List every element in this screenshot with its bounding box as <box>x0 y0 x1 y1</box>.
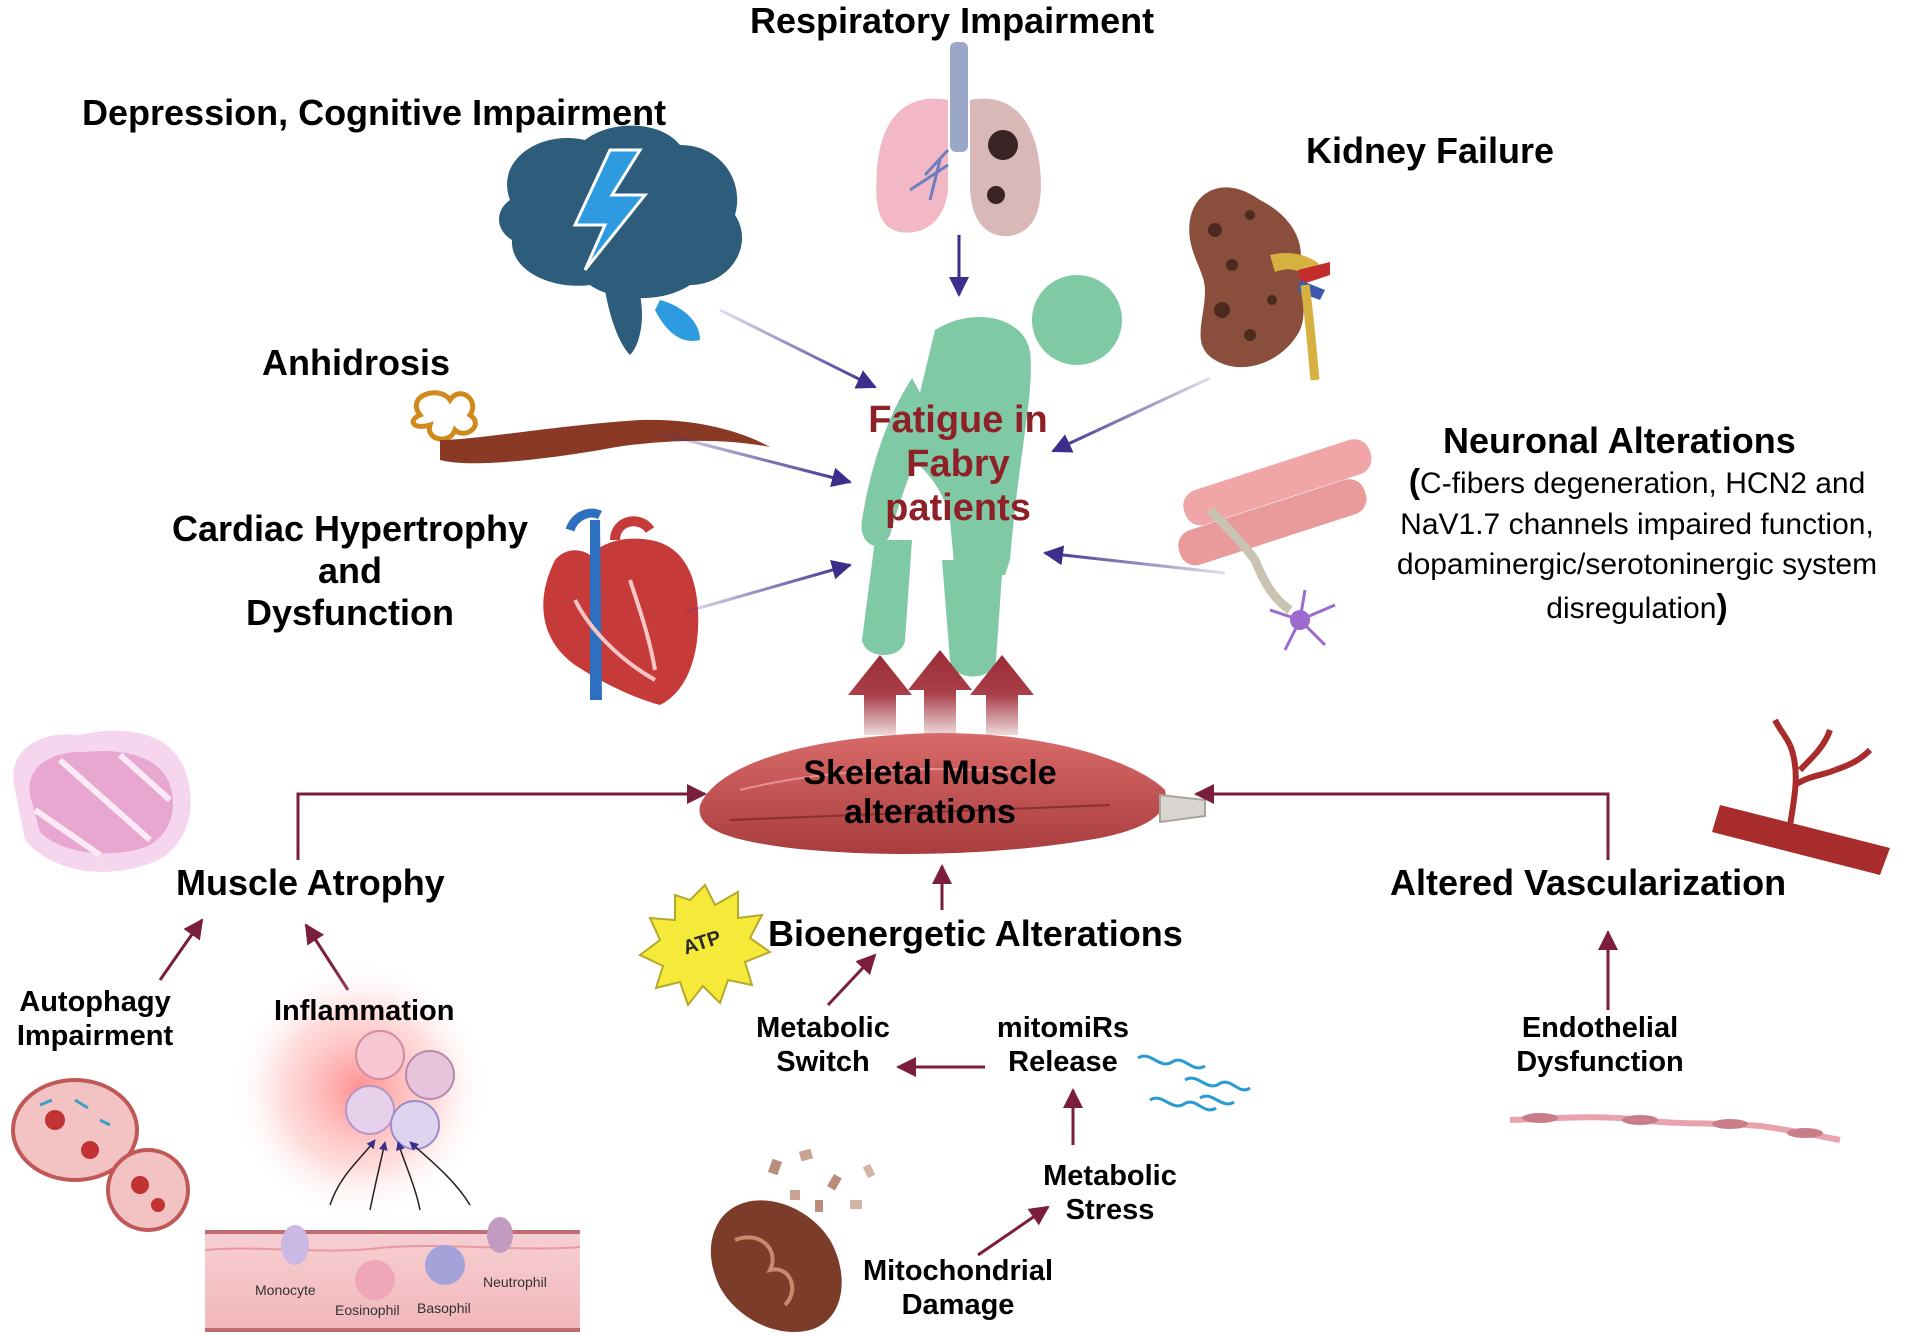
autophagy-impairment-label: Autophagy Impairment <box>17 986 173 1053</box>
altered-vascularization-label: Altered Vascularization <box>1390 862 1787 903</box>
fatigue-title: Fatigue in Fabry patients <box>868 398 1047 530</box>
autophagy-line-2: Impairment <box>16 1019 174 1052</box>
muscle-tissue-icon <box>13 730 191 872</box>
metabolic-switch-line-2: Switch <box>776 1045 870 1078</box>
fatigue-title-line-1: Fatigue in <box>868 399 1048 441</box>
arrow-anhidrosis-line <box>654 430 851 484</box>
arrow-neuronal-line <box>1044 551 1226 575</box>
mito-damage-line-2: Damage <box>901 1288 1015 1321</box>
metabolic-stress-line-1: Metabolic <box>1043 1160 1177 1192</box>
endothelial-dysfunction-label: Endothelial Dysfunction <box>1516 1012 1684 1079</box>
arrow-damage-to-stress <box>977 1205 1050 1257</box>
arrow-atrophy-to-muscle <box>296 784 707 860</box>
neuronal-alterations-title: Neuronal Alterations <box>1443 420 1796 461</box>
cardiac-label-line-3: Dysfunction <box>245 591 455 633</box>
paren-open: ( <box>1408 463 1421 501</box>
mito-damage-line-1: Mitochondrial <box>862 1255 1054 1287</box>
arrow-kidney-line <box>1052 376 1211 453</box>
anhidrosis-label: Anhidrosis <box>262 342 451 383</box>
depression-label: Depression, Cognitive Impairment <box>82 92 667 133</box>
metabolic-switch-label: Metabolic Switch <box>756 1012 890 1079</box>
skeletal-muscle-label: Skeletal Muscle alterations <box>803 754 1056 833</box>
mitochondrion-icon <box>710 1148 876 1332</box>
neuronal-desc-line-1: (C-fibers degeneration, HCN2 and <box>1397 460 1877 505</box>
endothelium-icon <box>1509 1113 1841 1143</box>
inflammation-illustration <box>204 960 581 1332</box>
cardiac-label: Cardiac Hypertrophy and Dysfunction <box>172 508 528 633</box>
mitochondrial-damage-label: Mitochondrial Damage <box>863 1255 1053 1322</box>
metabolic-stress-line-2: Stress <box>1065 1193 1155 1226</box>
skeletal-muscle-line-1: Skeletal Muscle <box>803 754 1057 792</box>
mitomirs-line-1: mitomiRs <box>996 1012 1130 1044</box>
skeletal-muscle-icon <box>699 733 1206 854</box>
brain-icon <box>498 125 743 355</box>
sweat-gland-icon <box>410 390 770 464</box>
skeletal-muscle-line-2: alterations <box>844 793 1016 832</box>
cardiac-label-line-2: and <box>317 549 383 591</box>
autophagy-line-1: Autophagy <box>19 986 171 1018</box>
kidney-failure-label: Kidney Failure <box>1306 130 1555 171</box>
neutrophil-label: Neutrophil <box>483 1274 547 1290</box>
autophagy-cell-icon <box>11 1078 190 1232</box>
fatigue-title-line-3: patients <box>885 487 1031 530</box>
bioenergetic-alterations-label: Bioenergetic Alterations <box>768 913 1183 954</box>
arrow-switch-to-bioenergetic <box>826 953 877 1007</box>
neuron-fiber-icon <box>1178 439 1372 651</box>
neuronal-desc-line-1-text: C-fibers degeneration, HCN2 and <box>1420 467 1866 500</box>
heart-icon <box>543 508 699 705</box>
fatigued-person-figure <box>861 275 1122 677</box>
muscle-atrophy-label: Muscle Atrophy <box>176 862 445 903</box>
monocyte-label: Monocyte <box>255 1282 316 1298</box>
paren-close: ) <box>1716 588 1728 626</box>
cause-arrows <box>654 235 1226 614</box>
neuronal-desc-line-4: disregulation) <box>1397 585 1877 630</box>
blood-vessel-icon <box>1712 718 1890 875</box>
endothelial-line-2: Dysfunction <box>1516 1045 1684 1078</box>
arrow-cardiac-line <box>684 563 851 614</box>
lungs-icon <box>876 42 1041 237</box>
arrow-depression-line <box>719 308 876 389</box>
arrow-autophagy-to-atrophy <box>158 918 204 981</box>
metabolic-stress-label: Metabolic Stress <box>1043 1160 1177 1227</box>
kidney-icon <box>1189 187 1330 381</box>
eosinophil-label: Eosinophil <box>335 1302 400 1318</box>
respiratory-impairment-label: Respiratory Impairment <box>750 0 1155 41</box>
mitomirs-release-label: mitomiRs Release <box>997 1012 1129 1079</box>
muscle-to-fatigue-arrows <box>848 650 1034 735</box>
neuronal-desc-line-4-text: disregulation <box>1546 592 1717 625</box>
neuronal-alterations-desc: (C-fibers degeneration, HCN2 and NaV1.7 … <box>1397 460 1877 630</box>
inflammation-label: Inflammation <box>274 995 455 1027</box>
arrow-vascular-to-muscle <box>1194 784 1610 860</box>
neuronal-desc-line-3: dopaminergic/serotoninergic system <box>1396 548 1878 582</box>
mitomirs-icon <box>1137 1054 1251 1112</box>
neuronal-desc-line-2: NaV1.7 channels impaired function, <box>1400 508 1874 542</box>
endothelial-line-1: Endothelial <box>1521 1012 1679 1044</box>
metabolic-switch-line-1: Metabolic <box>756 1012 890 1044</box>
cardiac-label-line-1: Cardiac Hypertrophy <box>171 508 529 549</box>
atp-starburst-icon <box>638 883 773 1008</box>
mitomirs-line-2: Release <box>1008 1045 1118 1078</box>
fatigue-title-line-2: Fabry <box>906 443 1010 486</box>
basophil-label: Basophil <box>417 1300 471 1316</box>
